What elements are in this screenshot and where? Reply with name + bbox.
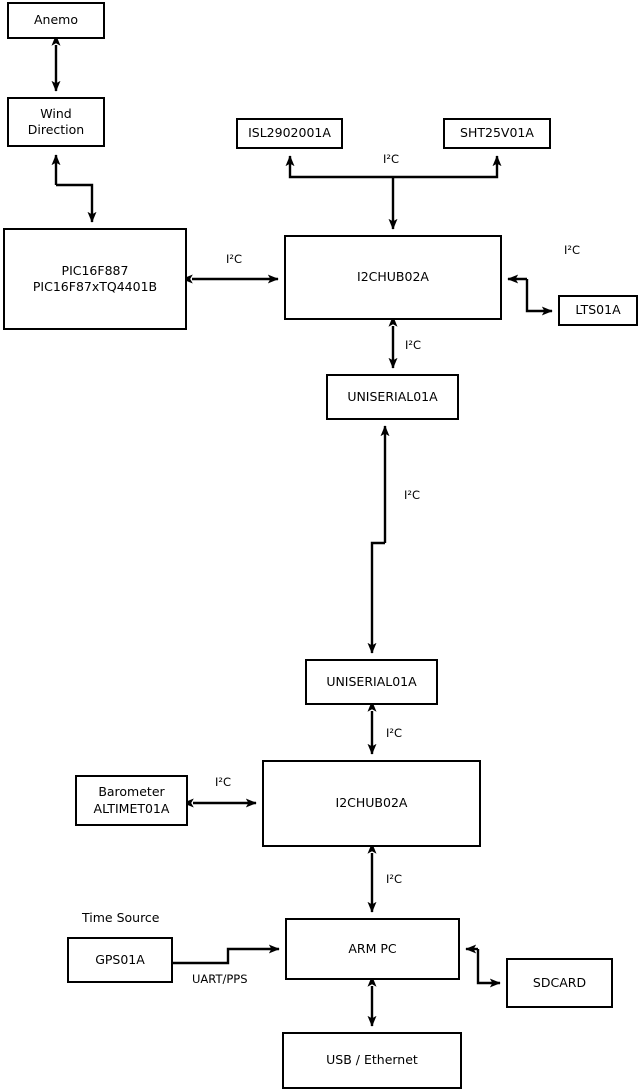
edge-hubtop-lts xyxy=(525,279,553,316)
edge-label-i2c-hub2-armpc: I²C xyxy=(386,872,402,886)
node-arm-pc-label: ARM PC xyxy=(348,940,397,956)
node-lts01a-label: LTS01A xyxy=(575,302,621,318)
edge-label-text: I²C xyxy=(386,872,403,886)
edge-label-text: I²C xyxy=(405,338,422,352)
node-sht25v01a[interactable]: SHT25V01A xyxy=(443,118,551,149)
node-barometer-altimet01a[interactable]: Barometer ALTIMET01A xyxy=(75,775,188,826)
node-lts01a[interactable]: LTS01A xyxy=(558,295,638,326)
node-wind-direction-label-line1: Wind xyxy=(40,105,72,121)
node-isl2902001a-label: ISL2902001A xyxy=(248,125,331,141)
edge-label-i2c-hub-lts: I²C xyxy=(564,243,580,257)
node-usb-ethernet[interactable]: USB / Ethernet xyxy=(282,1032,462,1089)
node-wind-direction-label-line2: Direction xyxy=(27,122,85,137)
edge-label-uart-pps: UART/PPS xyxy=(192,972,248,986)
node-barometer-label-line1: Barometer xyxy=(98,784,165,799)
edge-label-text: UART/PPS xyxy=(192,972,248,986)
node-i2chub02a-bottom[interactable]: I2CHUB02A xyxy=(262,760,481,847)
node-barometer-label-line2: ALTIMET01A xyxy=(93,800,170,816)
node-pic-microcontroller[interactable]: PIC16F887 PIC16F87xTQ4401B xyxy=(3,228,187,330)
node-uniserial01a-top-label: UNISERIAL01A xyxy=(347,388,438,404)
node-gps01a[interactable]: GPS01A xyxy=(67,937,173,983)
edge-armpc-sdcard xyxy=(476,949,501,988)
edge-label-text: I²C xyxy=(386,726,403,740)
edge-label-i2c-hub-sensors: I²C xyxy=(383,152,399,166)
node-i2chub02a-bottom-label: I2CHUB02A xyxy=(335,795,408,811)
edge-label-i2c-hub-uniserial: I²C xyxy=(405,338,421,352)
edge-label-text: I²C xyxy=(226,252,243,266)
edge-gps-armpc xyxy=(172,944,280,965)
edge-label-text: I²C xyxy=(564,243,581,257)
edge-uniserial-link-down xyxy=(367,541,385,654)
node-pic-label-line2: PIC16F87xTQ4401B xyxy=(32,279,158,294)
edge-label-i2c-pic-hub: I²C xyxy=(226,252,242,266)
edge-label-i2c-uniserial-hub2: I²C xyxy=(386,726,402,740)
node-isl2902001a[interactable]: ISL2902001A xyxy=(236,118,343,149)
node-anemo-label: Anemo xyxy=(34,12,78,28)
node-sdcard-label: SDCARD xyxy=(532,974,587,990)
edge-label-text: I²C xyxy=(215,775,232,789)
edge-hubtop-sht xyxy=(393,155,502,179)
node-usb-ethernet-label: USB / Ethernet xyxy=(326,1052,418,1068)
node-uniserial01a-top[interactable]: UNISERIAL01A xyxy=(326,374,459,420)
node-sdcard[interactable]: SDCARD xyxy=(506,958,613,1008)
edge-label-i2c-barometer-hub2: I²C xyxy=(215,775,231,789)
node-i2chub02a-top-label: I2CHUB02A xyxy=(357,269,429,285)
node-arm-pc[interactable]: ARM PC xyxy=(285,918,460,980)
edge-hubtop-isl xyxy=(285,155,393,179)
edge-label-i2c-uniserial-link: I²C xyxy=(404,488,420,502)
edge-wind-pic-jog xyxy=(56,183,97,223)
edge-label-text: I²C xyxy=(383,152,400,166)
node-sht25v01a-label: SHT25V01A xyxy=(460,125,534,141)
label-time-source: Time Source xyxy=(82,910,160,925)
node-wind-direction[interactable]: Wind Direction xyxy=(7,97,105,147)
node-i2chub02a-top[interactable]: I2CHUB02A xyxy=(284,235,502,320)
edge-label-text: I²C xyxy=(404,488,421,502)
node-pic-label-line1: PIC16F887 xyxy=(61,262,129,278)
label-time-source-text: Time Source xyxy=(82,910,160,925)
node-uniserial01a-bottom[interactable]: UNISERIAL01A xyxy=(305,659,438,705)
node-uniserial01a-bottom-label: UNISERIAL01A xyxy=(326,673,417,689)
node-gps01a-label: GPS01A xyxy=(95,951,145,967)
node-anemo[interactable]: Anemo xyxy=(7,2,105,39)
